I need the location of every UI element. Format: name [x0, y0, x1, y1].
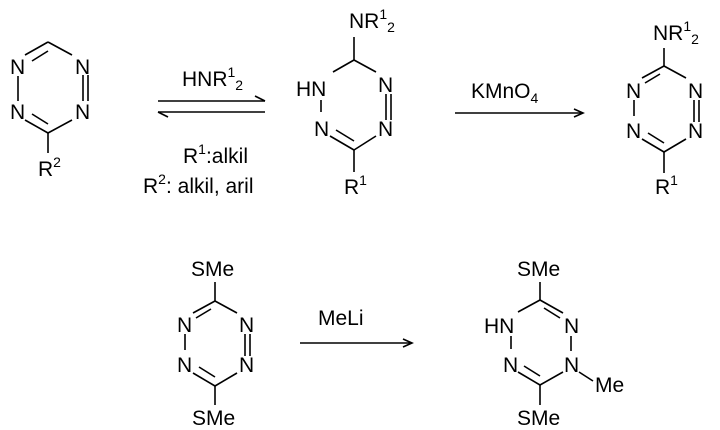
atom-n3: N	[503, 354, 518, 377]
atom-n3: N	[314, 118, 329, 141]
double-bond	[198, 366, 216, 378]
atom-n2: N	[75, 56, 90, 79]
dihydrotetrazine-intermediate: NR12 HN N N N R1	[296, 6, 395, 199]
oxidation-arrow	[455, 108, 585, 118]
atom-n4: N	[378, 118, 393, 141]
methyl-dihydrotetrazine-product: SMe HN N N N Me SMe	[484, 258, 624, 430]
substituent-sme-bottom: SMe	[192, 407, 235, 430]
bond	[353, 135, 377, 151]
bond	[24, 119, 49, 134]
substituent-methyl: Me	[595, 374, 624, 397]
atom-n4: N	[564, 354, 579, 377]
arrow-head	[573, 108, 585, 118]
reverse-arrow-head	[157, 111, 169, 118]
bond	[539, 299, 564, 314]
bond	[353, 59, 377, 73]
atom-nh: HN	[296, 78, 326, 101]
atom-n1: N	[626, 80, 641, 103]
double-bond	[543, 307, 561, 319]
bond	[47, 41, 73, 56]
atom-n2: N	[688, 80, 703, 103]
atom-n2: N	[239, 314, 254, 337]
double-bond	[31, 113, 49, 125]
equilibrium-arrows	[157, 95, 266, 118]
double-bond	[644, 73, 661, 84]
bond	[517, 371, 541, 386]
n-methyl-bond	[578, 371, 594, 382]
atom-nh: HN	[484, 315, 514, 338]
reagent-oxidant: KMnO4	[471, 80, 539, 106]
bond	[329, 135, 355, 151]
bond	[214, 372, 238, 387]
bond	[663, 138, 687, 153]
forward-arrow-head	[254, 95, 266, 102]
bond	[214, 300, 238, 314]
atom-n3: N	[177, 354, 192, 377]
bond	[192, 300, 216, 314]
atom-n2: N	[378, 74, 393, 97]
substituent-r1: R1	[344, 172, 367, 199]
double-bond	[195, 308, 212, 319]
tetrazine-reactant: N N N N R2	[10, 41, 90, 181]
double-bond	[335, 129, 355, 142]
substituent-sme-bottom: SMe	[517, 407, 560, 430]
atom-n3: N	[626, 120, 641, 143]
reagent-meli: MeLi	[318, 307, 364, 330]
double-bond	[647, 132, 665, 144]
bond	[641, 138, 665, 153]
bond	[47, 119, 73, 134]
atom-n3: N	[10, 101, 25, 124]
atom-n1: N	[10, 56, 25, 79]
substituent-r1: R1	[655, 172, 678, 199]
substituent-r2: R2	[38, 154, 61, 181]
bond	[641, 65, 665, 79]
arrow-head	[402, 338, 414, 348]
condition-r1: R1:alkil	[183, 141, 248, 168]
atom-n2: N	[564, 315, 579, 338]
atom-n4: N	[75, 101, 90, 124]
bond	[192, 372, 216, 387]
atom-n1: N	[177, 314, 192, 337]
bond	[539, 371, 564, 386]
bond	[24, 41, 49, 56]
atom-n4: N	[239, 354, 254, 377]
aminotetrazine-product: NR12 N N N N R1	[626, 18, 703, 199]
substituent-sme-top: SMe	[191, 258, 234, 281]
substituent-nr2: NR12	[653, 18, 699, 47]
double-bond	[523, 365, 541, 377]
reagent-amine: HNR12	[182, 64, 243, 93]
atom-n4: N	[688, 120, 703, 143]
methylation-arrow	[300, 338, 414, 348]
bis-methylthio-tetrazine: SMe N N N N SMe	[177, 258, 254, 430]
bond	[663, 65, 687, 79]
condition-r2: R2: alkil, aril	[143, 171, 254, 198]
substituent-nr2: NR12	[349, 6, 395, 35]
substituent-sme-top: SMe	[517, 258, 560, 281]
double-bond	[31, 50, 49, 62]
bond	[517, 299, 541, 313]
bond	[332, 59, 355, 73]
